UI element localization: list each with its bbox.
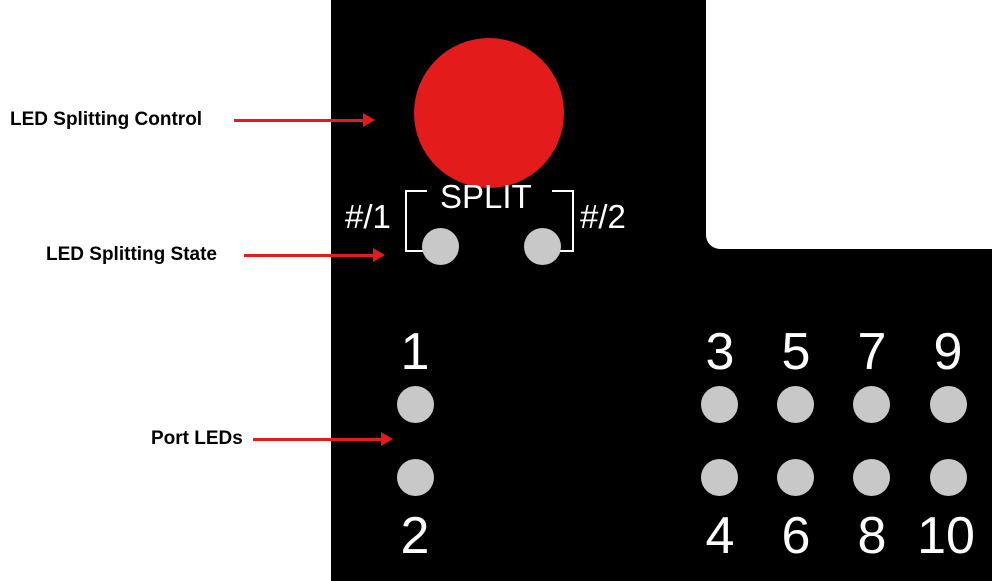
port-led-10 <box>930 459 967 496</box>
port-number-3: 3 <box>705 323 735 381</box>
port-led-8 <box>853 459 890 496</box>
bracket-left <box>405 190 427 252</box>
port-led-6 <box>777 459 814 496</box>
port-number-1: 1 <box>400 323 430 381</box>
port-led-3 <box>701 386 738 423</box>
port-led-4 <box>701 459 738 496</box>
callout-led-splitting-control: LED Splitting Control <box>10 109 203 130</box>
arrow-icon <box>234 113 375 127</box>
port-number-2: 2 <box>400 507 430 565</box>
split-label: SPLIT <box>440 178 532 215</box>
port-number-9: 9 <box>933 323 963 381</box>
split-mark-2: #/2 <box>580 198 626 235</box>
port-number-5: 5 <box>781 323 811 381</box>
arrow-icon <box>253 432 393 446</box>
port-number-6: 6 <box>781 507 811 565</box>
port-led-7 <box>853 386 890 423</box>
port-number-8: 8 <box>857 507 887 565</box>
port-led-2 <box>397 459 434 496</box>
split-mark-1: #/1 <box>345 198 391 235</box>
port-led-5 <box>777 386 814 423</box>
split-state-led-1 <box>422 228 459 265</box>
port-led-1 <box>397 386 434 423</box>
port-number-10: 10 <box>917 507 975 565</box>
split-state-led-2 <box>524 228 561 265</box>
port-number-4: 4 <box>705 507 735 565</box>
port-number-7: 7 <box>857 323 887 381</box>
port-led-9 <box>930 386 967 423</box>
panel-cutout <box>706 0 992 249</box>
led-splitting-control-button[interactable] <box>414 38 564 188</box>
arrow-icon <box>244 248 385 262</box>
bracket-right <box>552 190 574 252</box>
callout-port-leds: Port LEDs <box>151 428 243 449</box>
callout-led-splitting-state: LED Splitting State <box>46 244 217 265</box>
